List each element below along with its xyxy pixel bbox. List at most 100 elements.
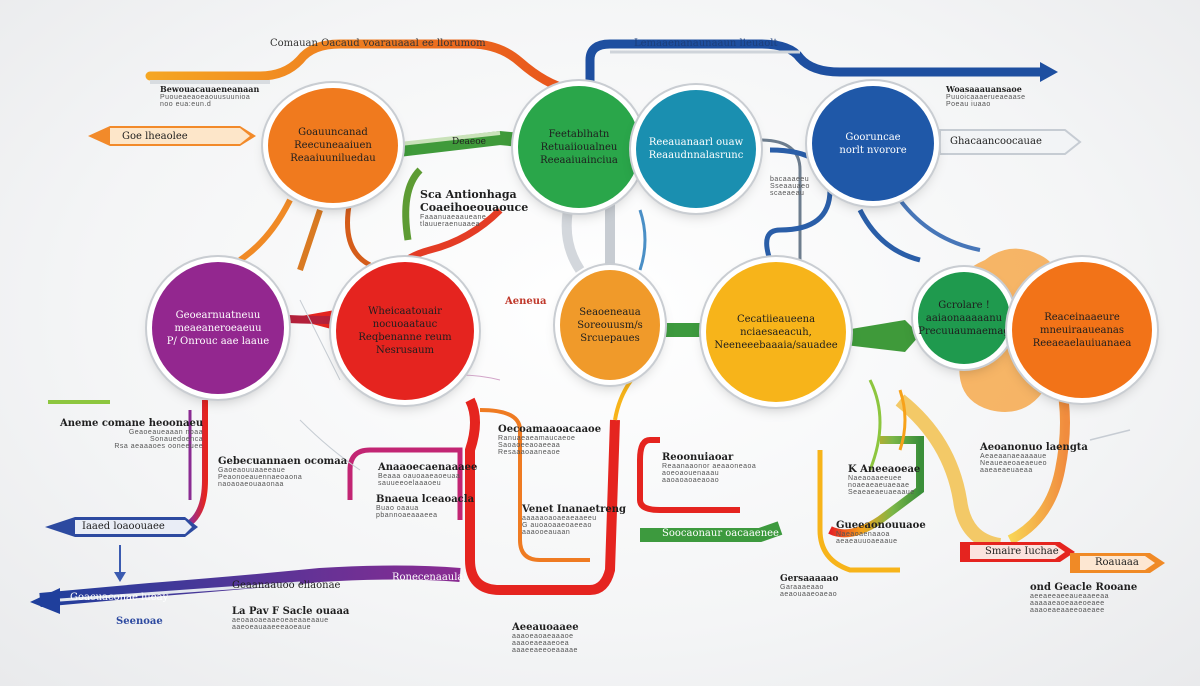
note-line: Neaueaeoaeaeueo: [980, 460, 1048, 467]
note-line: aaoaoaoaeaoao: [662, 477, 720, 484]
note-purple-sub: Gebecuannaen ocomaa Gaoeaouuaaeeaue Peao…: [218, 456, 347, 488]
node-line: Reeauanaarl ouaw: [648, 137, 744, 148]
node-red-center: Wheicaatouair nocuoaatauc Reqbenanne reu…: [336, 262, 474, 400]
node-line: Nesrusaum: [375, 345, 435, 356]
note-title: Sca Antionhaga: [420, 188, 517, 201]
note-line: Seaeaeaeuaeaaue: [848, 489, 915, 496]
note-title: Woasaaauansaoe: [946, 84, 1022, 94]
note-line: aaaoeaeaaeeoaeaee: [1030, 607, 1105, 614]
arrow-label-top-center-left: Comauan Oacaud voarauaaal ee llorumom: [270, 38, 486, 49]
note-center-b: Aeneua: [505, 296, 547, 307]
node-line: aaiaonaaaaanu: [925, 312, 1003, 324]
note-red-box-sub: Bnaeua lceaoacla Buao oaaua pbannoaeaaae…: [376, 494, 474, 519]
node-line: Neeneeebaaaia/sauadee: [714, 339, 838, 351]
note-center-lower: Oecoamaaoacaaoe Ranuaeaeamaucaeoe Saoaoe…: [498, 424, 601, 456]
note-line: Geaoeaueaaan noaa: [128, 429, 204, 436]
note-line: Buao oaaua: [376, 505, 419, 512]
node-teal-top: Reeauanaarl ouaw Reaaudnnalasrunc: [636, 90, 756, 208]
note-line: aaeoeauaaeeeaoeaue: [232, 624, 312, 631]
note-line: scaeaeau: [770, 190, 805, 197]
note-line: Beaaa oauoaaeaoeuaa: [378, 473, 461, 480]
node-line: Feetablhatn: [548, 128, 610, 140]
note-line: aoeoaouenaaau: [662, 470, 720, 477]
note-line: Naeaoaaeeuee: [848, 475, 902, 482]
node-blue-top-right: Gooruncae norlt nvorore: [812, 86, 934, 201]
node-orange-right: Reaceinaaeure mneuiraaueanas Reeaeaelaui…: [1012, 262, 1152, 398]
note-line: sauueeoelaaaoeu: [378, 480, 442, 487]
note-line: tlauueraenuaaea: [420, 221, 481, 228]
note-title: La Pav F Sacle ouaaa: [232, 606, 350, 617]
note-line: G auoaoaaeoaeeao: [522, 522, 592, 529]
note-title: ond Geacle Rooane: [1030, 582, 1138, 593]
note-line: noaeaeaeuaeaae: [848, 482, 910, 489]
node-line: Reqbenanne reum: [358, 332, 452, 343]
node-line: nocuoaatauc: [372, 319, 438, 330]
note-title: Aeoanonuo laengta: [980, 442, 1088, 453]
note-line: pbannoaeaaaeea: [376, 512, 438, 519]
note-line: noo eua:eun.d: [160, 101, 212, 108]
arrow-label-right-top: Ghacaancoocauae: [950, 136, 1042, 147]
node-line: Seaoeneaua: [579, 306, 641, 318]
node-green-top: Feetablhatn Retuaiioualneu Reeaaiuainciu…: [518, 86, 640, 208]
node-line: Geoearnuatneuu: [175, 309, 261, 321]
note-bottom-mid: Gersaaaaao Garaaaeaao aeaouaaeoaeao: [780, 574, 838, 598]
note-line: aeoaaoaeaaeoeaeaaeaaue: [232, 617, 329, 624]
note-title: Anaaoecaenaaaee: [378, 462, 478, 473]
note-line: Aeneua: [505, 296, 547, 307]
arrow-label-bottom-left: Goacuaconae lueay: [70, 592, 169, 603]
arrow-label-red-bottom: Ronecenaaulai: [392, 572, 467, 583]
arrow-label-left-lower: Iaaed loaoouaee: [82, 521, 165, 532]
note-title: Bnaeua lceaoacla: [376, 494, 475, 505]
note-line: Saoaoeeaoaeeaa: [498, 442, 561, 449]
node-line: mneuiraaueanas: [1039, 324, 1125, 336]
note-line: aaaaaoaoaeaeaaeeu: [522, 515, 597, 522]
note-top-left: Bewouacauaeneanaan Puoueaeaoeaouusuunioa…: [160, 84, 259, 108]
note-line: aaaeeaeeoeaaaae: [512, 647, 578, 654]
note-line: aaaoeaoaeaaaoe: [512, 633, 574, 640]
note-line: Poeau iuaao: [946, 101, 991, 108]
node-line: Precuuaumaemag: [918, 325, 1010, 337]
arrow-green-bottom: [640, 521, 783, 542]
note-line: Gaoeaouuaaeeaue: [218, 467, 286, 474]
note-right-top: bacaaaeeu Sseaauaeo scaeaeau: [770, 176, 810, 197]
note-line: Garaaaeaao: [780, 584, 824, 591]
note-line: Reaanaaonor aeaaoneaoa: [662, 463, 757, 470]
note-line: Rsa aeaaaoes ooneeuee: [114, 443, 204, 450]
note-line: aeaeauuoaeaaue: [836, 538, 898, 545]
node-green-right: Gcrolare ! aaiaonaaaaanu Precuuaumaemag: [918, 272, 1010, 364]
arrow-label-far-right-lower: Roauaaa: [1095, 557, 1139, 568]
note-line: aeaouaaeoaeao: [780, 591, 838, 598]
node-line: meaeaneroeaeuu: [174, 322, 262, 334]
arrow-label-green-bottom: Soocaonaur oacaaenee: [662, 528, 779, 539]
node-line: Soreouusm/s: [577, 319, 643, 331]
arrow-top-right: [585, 39, 1040, 95]
arrow-top-left: [145, 39, 575, 95]
node-line: norlt nvorore: [839, 144, 907, 156]
node-line: Reaaiuuniluedau: [290, 153, 376, 164]
note-line: Aeaeaanaeaaaaue: [980, 453, 1047, 460]
note-bottom-left-tag: Seenoae: [116, 616, 163, 627]
arrow-right-top: [939, 129, 1082, 155]
node-line: Reeaeaelauiuanaea: [1032, 337, 1132, 349]
node-line: Retuaiioualneu: [540, 141, 618, 153]
arrow-label-left-mid: Goe lheaolee: [122, 131, 188, 142]
note-line: Puoueaeaoeaouusuunioa: [160, 94, 251, 101]
note-line: Naeaoaenaaoa: [836, 531, 890, 538]
note-line: Coaeihoeouaouce: [420, 201, 529, 214]
node-orange-top-left: Goauuncanad Reecuneaaiuen Reaaiuunilueda…: [268, 88, 398, 203]
note-line: aaaooeauaan: [522, 529, 571, 536]
node-line: Gcrolare !: [938, 299, 990, 311]
note-title: Aeeauoaaee: [512, 622, 579, 633]
node-line: Reaceinaaeure: [1044, 311, 1120, 323]
note-title: Aneme comane heoonaeu: [60, 418, 204, 429]
note-line: Puuoicaaaerueaeaase: [946, 94, 1026, 101]
arrow-label-green-connector: Deaeoe: [452, 137, 486, 147]
note-line: bacaaaeeu: [770, 176, 810, 183]
node-line: nciaesaeacuh,: [740, 326, 812, 338]
note-bottom-left: La Pav F Sacle ouaaa aeoaaoaeaaeoeaeaaea…: [232, 606, 349, 631]
note-left: Aneme comane heoonaeu Geaoeaueaaan noaa …: [60, 418, 203, 450]
note-line: aeeaeeaeeaueaaeeaa: [1030, 593, 1110, 600]
arrow-label-right-lower: Smaire Iuchae: [985, 546, 1059, 557]
arrow-bottom-left: [39, 565, 461, 607]
note-line: aaeaeaeuaeaa: [980, 467, 1033, 474]
